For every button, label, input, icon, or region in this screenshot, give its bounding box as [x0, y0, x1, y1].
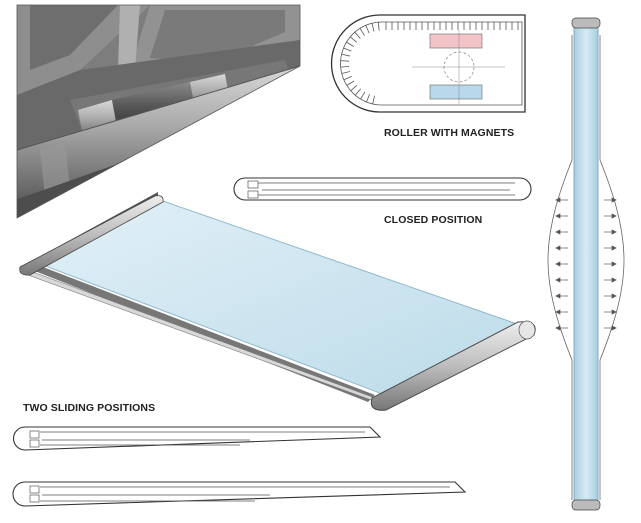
- roller-magnets-diagram: [330, 14, 526, 113]
- magnet-bottom: [429, 84, 483, 100]
- roller-end-left: [19, 195, 164, 276]
- sliding-position-2: [12, 481, 467, 507]
- vertical-device: [547, 17, 625, 511]
- closed-position-diagram: [233, 177, 532, 201]
- device-3d-render: [19, 192, 536, 411]
- roller-teeth: [340, 22, 519, 105]
- label-two-sliding-positions: TWO SLIDING POSITIONS: [23, 402, 156, 414]
- magnet-top: [429, 33, 483, 49]
- label-roller-with-magnets: ROLLER WITH MAGNETS: [384, 127, 515, 139]
- sliding-position-1: [13, 426, 382, 451]
- label-closed-position: CLOSED POSITION: [384, 214, 483, 226]
- vertical-device-screen: [573, 21, 599, 508]
- force-arrows: [555, 197, 617, 331]
